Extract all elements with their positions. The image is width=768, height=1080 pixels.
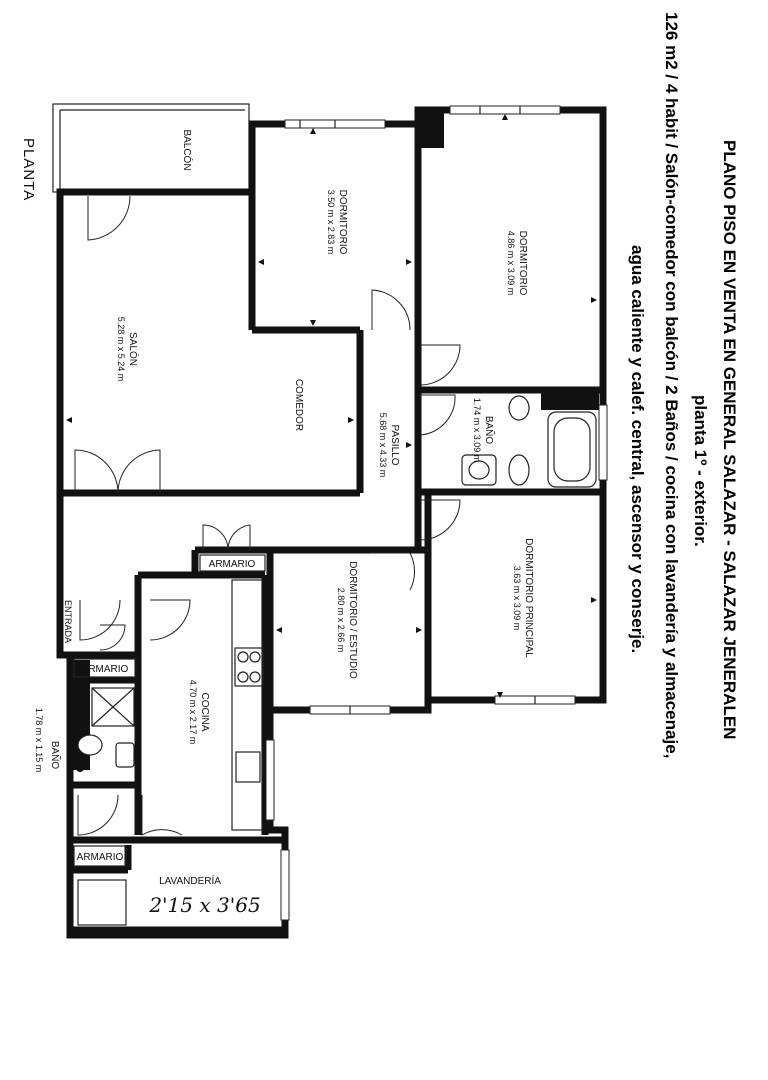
- closet-labels: ARMARIO ARMARIO ARMARIO ENTRADA: [63, 554, 266, 867]
- room-name-dormitorio-2: DORMITORIO: [517, 231, 528, 296]
- room-name-dormitorio: DORMITORIO: [337, 190, 348, 255]
- room-dims-dormitorio-estudio: 2.80 m x 2.66 m: [336, 588, 346, 653]
- plan-label: PLANTA: [20, 138, 37, 201]
- room-name-salon: SALÓN: [127, 332, 140, 366]
- room-dims-salon: 5.28 m x 5.24 m: [116, 317, 126, 382]
- handwritten-dimensions-lavanderia: 2'15 x 3'65: [148, 893, 260, 917]
- sink-icon: [115, 742, 135, 768]
- plan-heading: PLANO PISO EN VENTA EN GENERAL SALAZAR -…: [628, 12, 739, 758]
- room-labels: BALCÓN DORMITORIO 3.50 m x 2.83 m DORMIT…: [34, 129, 534, 917]
- entrada-label: ENTRADA: [63, 600, 73, 643]
- room-dims-bano: 1.74 m x 3.09 m: [472, 398, 482, 463]
- room-dims-pasillo: 5.68 m x 4.33 m: [378, 413, 388, 478]
- walls: [52, 103, 607, 939]
- room-dims-dormitorio-principal: 3.63 m x 3.09 m: [512, 566, 522, 631]
- room-dims-dormitorio: 3.50 m x 2.83 m: [326, 190, 336, 255]
- balcony-outline: [52, 103, 250, 193]
- tick-markers: [66, 114, 597, 698]
- room-dims-dormitorio-2: 4.86 m x 3.09 m: [506, 231, 516, 296]
- toilet-icon: [508, 454, 530, 486]
- kitchen-sink-icon: [235, 751, 261, 783]
- room-dims-bano-2: 1.78 m x 1.15 m: [34, 708, 44, 773]
- room-name-cocina: COCINA: [199, 693, 210, 732]
- room-name-balcon: BALCÓN: [181, 129, 194, 170]
- washer-icon: [77, 879, 127, 926]
- heading-line-4: agua caliente y calef. central, ascensor…: [628, 245, 647, 653]
- room-name-dormitorio-estudio: DORMITORIO / ESTUDIO: [347, 561, 358, 679]
- heading-line-2: 126 m2 / 4 habit / Salón-comedor con bal…: [662, 12, 681, 758]
- armario-label: ARMARIO: [77, 852, 124, 863]
- bidet-icon: [508, 395, 530, 421]
- room-dims-cocina: 4.70 m x 2.17 m: [188, 680, 198, 745]
- windows: [265, 105, 608, 921]
- heading-line-1: PLANO PISO EN VENTA EN GENERAL SALAZAR -…: [720, 140, 739, 739]
- heading-line-3: planta 1º - exterior.: [691, 395, 710, 547]
- doors: [74, 195, 461, 836]
- fixtures: [76, 395, 597, 926]
- room-name-bano-2: BAÑO: [49, 741, 62, 770]
- armario-label: ARMARIO: [209, 559, 256, 570]
- room-name-comedor: COMEDOR: [293, 379, 304, 431]
- toilet-icon: [77, 734, 103, 756]
- room-name-dormitorio-principal: DORMITORIO PRINCIPAL: [523, 538, 534, 658]
- armario-label: ARMARIO: [82, 664, 129, 675]
- room-name-lavanderia: LAVANDERÍA: [159, 874, 221, 887]
- room-name-pasillo: PASILLO: [389, 425, 400, 466]
- room-name-bano: BAÑO: [483, 416, 496, 445]
